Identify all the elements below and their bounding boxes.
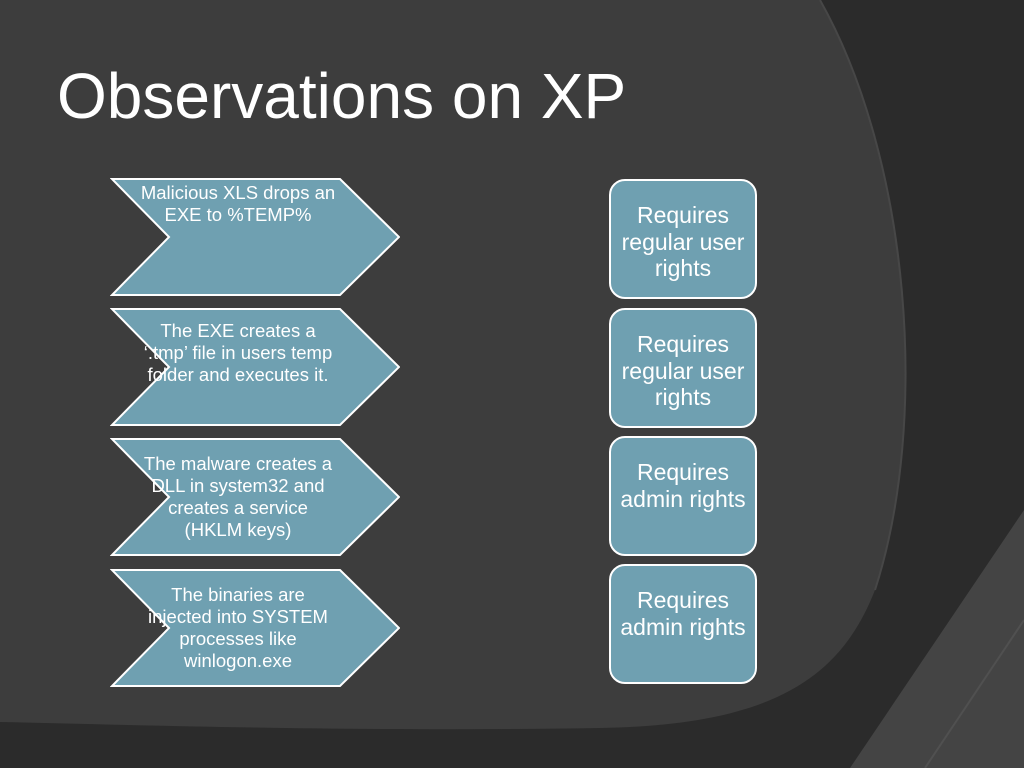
step-chevron-4: The binaries are injected into SYSTEM pr… — [110, 569, 400, 687]
step-chevron-1: Malicious XLS drops an EXE to %TEMP% — [110, 178, 400, 296]
step-text: The EXE creates a ‘.tmp’ file in users t… — [143, 320, 333, 385]
step-chevron-3: The malware creates a DLL in system32 an… — [110, 438, 400, 556]
slide-title: Observations on XP — [57, 60, 627, 132]
step-chevron-2: The EXE creates a ‘.tmp’ file in users t… — [110, 308, 400, 426]
step-text: Malicious XLS drops an EXE to %TEMP% — [140, 182, 336, 225]
requirement-box-3: Requires admin rights — [609, 436, 757, 556]
requirement-box-2: Requires regular user rights — [609, 308, 757, 428]
requirement-box-1: Requires regular user rights — [609, 179, 757, 299]
step-text: The malware creates a DLL in system32 an… — [143, 453, 333, 540]
step-text: The binaries are injected into SYSTEM pr… — [148, 584, 328, 671]
requirement-box-4: Requires admin rights — [609, 564, 757, 684]
